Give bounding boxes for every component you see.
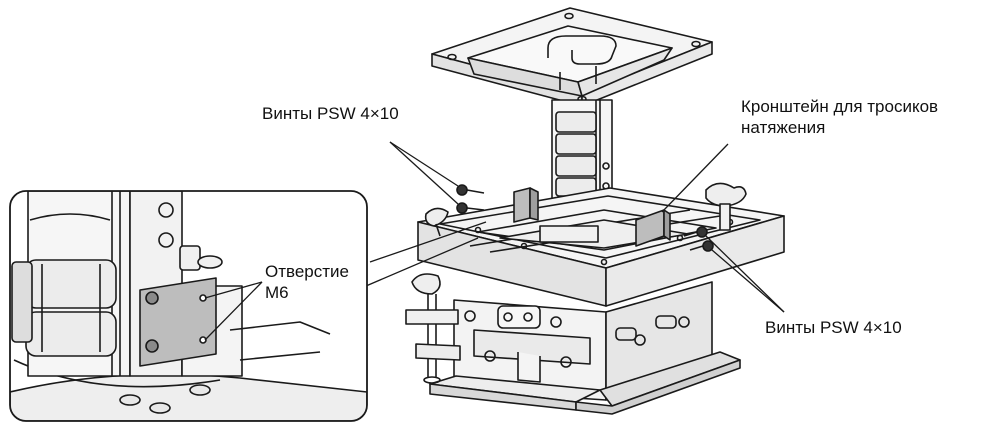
tension-cable-bracket-left (513, 187, 539, 223)
clamp-assembly (405, 273, 461, 384)
lower-housing (429, 281, 741, 415)
detail-inset (9, 190, 368, 422)
top-mounting-tray (431, 7, 713, 107)
knob-left (424, 207, 449, 237)
label-screws-top-left: Винты PSW 4×10 (262, 104, 399, 123)
label-hole-line-1: Отверстие (265, 262, 349, 281)
knob-right (705, 182, 747, 231)
label-screws-bottom-right: Винты PSW 4×10 (765, 318, 902, 337)
screws-right (683, 226, 714, 252)
label-bracket-line-1: Кронштейн для тросиков (741, 97, 939, 116)
label-hole-line-2: M6 (265, 283, 289, 302)
label-bracket-line-2: натяжения (741, 118, 826, 137)
screws-left (456, 184, 485, 214)
tension-cable-bracket-right (635, 209, 671, 247)
leader-lines (365, 141, 785, 313)
